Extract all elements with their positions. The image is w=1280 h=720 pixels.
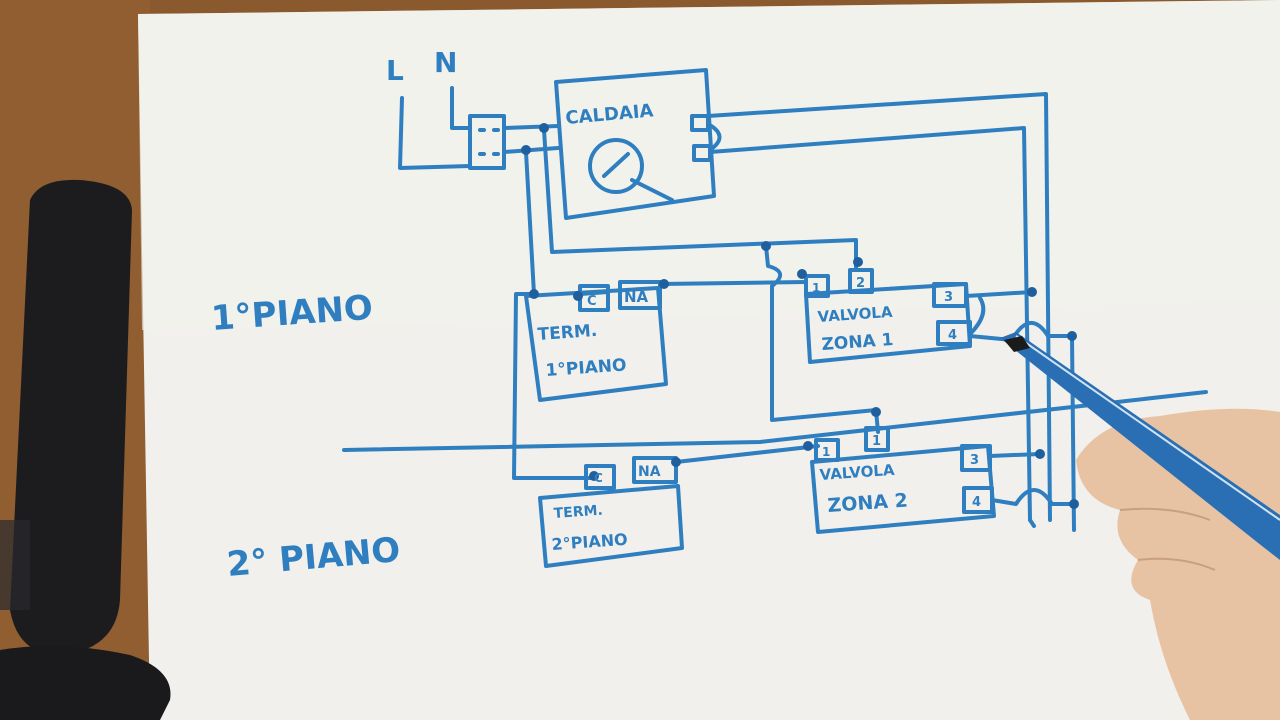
hand-with-pen [1000, 332, 1280, 720]
thermostat-1-box [524, 286, 668, 402]
valve-2-line1: VALVOLA [819, 461, 895, 484]
valve-2-terminal-4: 4 [972, 495, 981, 510]
valve-1-line1: VALVOLA [817, 303, 893, 326]
thermostat-2-box [538, 484, 684, 568]
terminal-block [468, 114, 506, 170]
boiler-box [554, 68, 716, 220]
valve-2-terminal-3: 3 [970, 453, 979, 468]
valve-2-terminal-1b: 1 [872, 434, 881, 449]
valve-1-terminal-2: 2 [856, 276, 865, 291]
thermostat-1-terminal-na: NA [624, 288, 649, 306]
thermostat-2-terminal-na: NA [638, 464, 661, 480]
thermostat-1-line1: TERM. [537, 321, 598, 345]
black-clip-object [0, 179, 171, 720]
junction-dots [521, 123, 1079, 509]
valve-zone-2-box [810, 444, 996, 534]
wire-line [398, 96, 472, 170]
valve-2-terminal-1: 1 [822, 445, 830, 459]
supply-line-label: L [386, 54, 404, 87]
valve-1-terminal-4: 4 [948, 328, 957, 343]
wire-neutral [450, 86, 472, 130]
thermostat-2-line1: TERM. [553, 503, 603, 522]
boiler-gauge [588, 138, 644, 194]
ink-drawing [342, 68, 1208, 568]
valve-1-terminal-1: 1 [812, 281, 820, 295]
floor-separator [342, 390, 1208, 452]
valve-1-terminal-3: 3 [944, 290, 953, 305]
thermostat-2-terminal-c: C [594, 471, 603, 485]
thermostat-1-terminal-c: C [587, 294, 597, 309]
supply-neutral-label: N [434, 46, 457, 79]
